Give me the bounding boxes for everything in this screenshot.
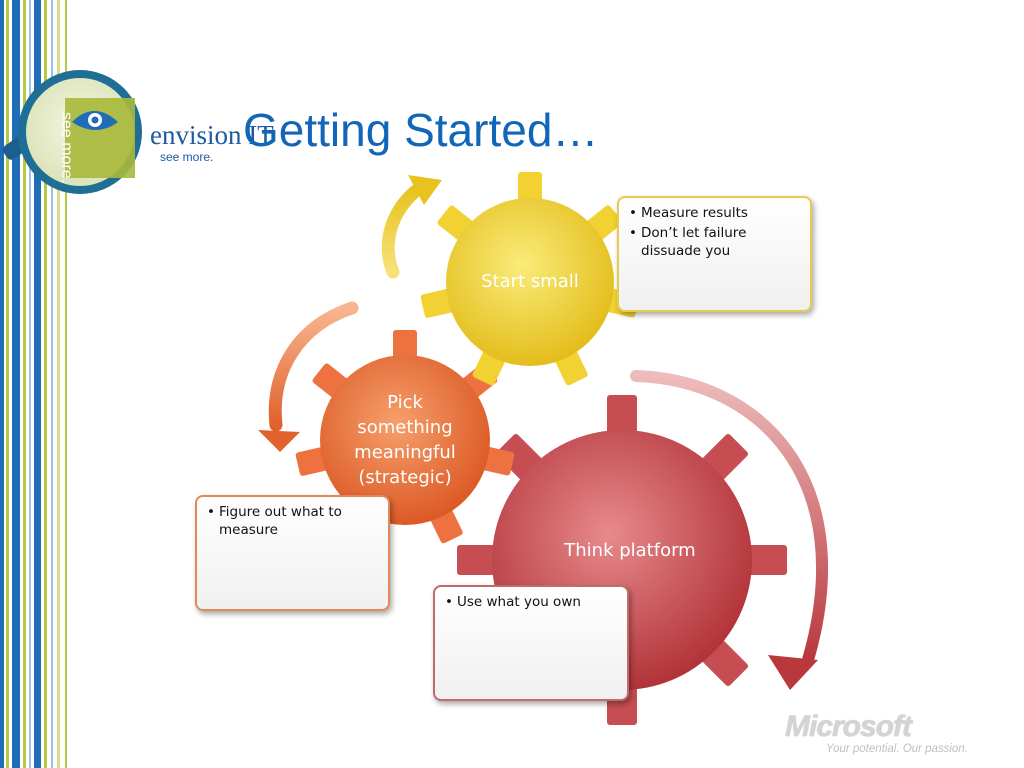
left-stripes (0, 0, 67, 768)
red-cycle-arrow-icon (630, 370, 829, 690)
note-pick-something: Figure out what to measure (195, 495, 390, 611)
orange-cycle-arrow-icon (258, 301, 359, 452)
logo-tagline: see more. (160, 150, 214, 164)
slide-title: Getting Started… (243, 104, 599, 156)
note-start-small: Measure results Don’t let failure dissua… (617, 196, 812, 312)
note-item: Use what you own (445, 593, 619, 611)
note-think-platform: Use what you own (433, 585, 629, 701)
note-item: Figure out what to measure (207, 503, 380, 539)
logo-wordmark: envision IT (150, 120, 274, 150)
note-item: Don’t let failure dissuade you (629, 224, 802, 260)
envision-logo-icon: see more. (2, 70, 142, 194)
svg-text:see more.: see more. (58, 112, 75, 183)
gear-label-start-small: Start small (481, 271, 579, 292)
pick-something-gear (295, 330, 515, 544)
note-item: Measure results (629, 204, 802, 222)
microsoft-tagline: Your potential. Our passion. (826, 743, 968, 755)
microsoft-logo: Microsoft (785, 710, 912, 743)
gear-label-think-platform: Think platform (564, 540, 696, 561)
gear-label-pick-something: Pick something meaningful (strategic) (354, 392, 456, 488)
yellow-cycle-arrow-icon (381, 175, 442, 279)
